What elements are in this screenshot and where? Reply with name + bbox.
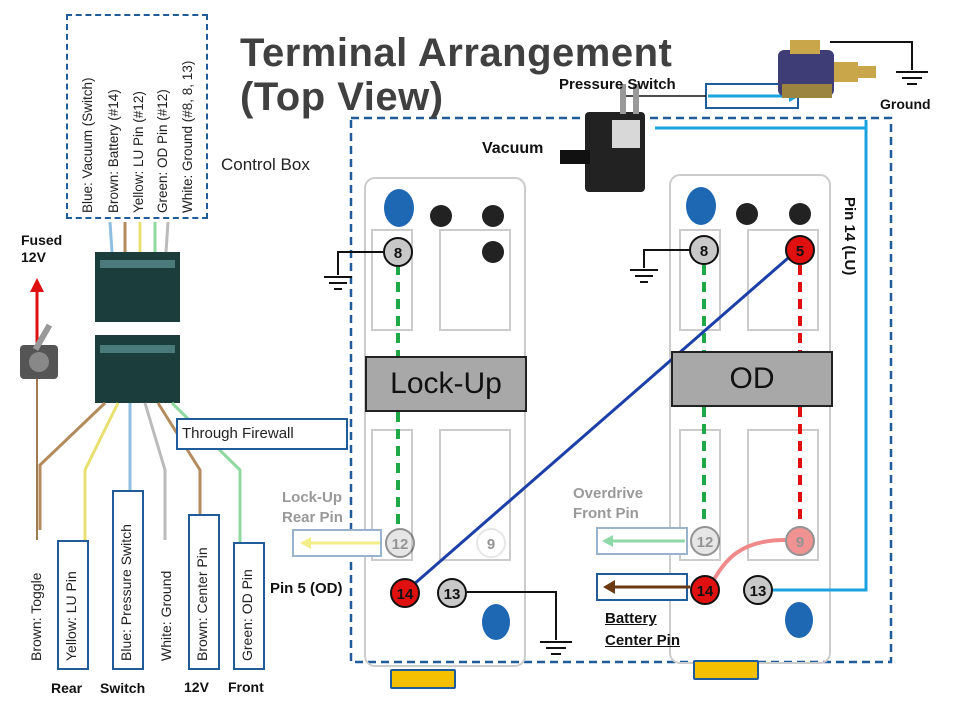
control-box-label: Control Box [221, 155, 310, 174]
fused-12v-label: Fused 12V [21, 232, 63, 265]
bottom-front-label: Front [228, 679, 264, 695]
od13-to-switch-wire [771, 120, 868, 592]
od-top-oval [686, 187, 716, 225]
through-firewall-label: Through Firewall [176, 418, 348, 450]
lockup13-ground [467, 591, 572, 655]
page-title-line2: (Top View) [240, 75, 444, 119]
lockup-pin-14: 14 [390, 578, 420, 608]
pressure-switch-ground [830, 41, 928, 85]
lockup-relay-housing [364, 177, 526, 667]
pin14-lu-label: Pin 14 (LU) [841, 197, 858, 276]
overdrive-front-pin-label: Overdrive Front Pin [573, 485, 644, 522]
od-pin-14: 14 [690, 575, 720, 605]
harness-yellow-lu: Yellow: LU Pin [63, 571, 79, 661]
bottom-12v-label: 12V [184, 679, 209, 695]
bottom-rear-label: Rear [51, 680, 83, 696]
od-pin-5: 5 [785, 235, 815, 265]
pressure-switch-label: Pressure Switch [559, 76, 676, 93]
wire-legend-box [66, 14, 208, 219]
od-pin-13: 13 [743, 575, 773, 605]
bottom-switch-label: Switch [100, 680, 146, 696]
vacuum-switch-device [560, 84, 645, 192]
harness-brown-center: Brown: Center Pin [194, 547, 210, 661]
lockup-printed-pins [430, 205, 504, 263]
battery-center-pin-label: Battery Center Pin [605, 610, 681, 649]
pressure-switch-device [778, 40, 876, 98]
harness-brown-toggle: Brown: Toggle [28, 572, 44, 661]
od-pin-8: 8 [689, 235, 719, 265]
od-relay-label: OD [671, 351, 833, 407]
od-printed-pins [736, 203, 811, 225]
od-pin-12: 12 [690, 526, 720, 556]
ground-label: Ground [880, 96, 931, 112]
lockup-pin-13: 13 [437, 578, 467, 608]
vacuum-label: Vacuum [482, 140, 544, 157]
harness-blue-pressure: Blue: Pressure Switch [118, 524, 134, 661]
lockup14-to-od5-wire [404, 250, 796, 594]
control-box-outline [349, 116, 893, 664]
harness-connector-bottom [95, 335, 180, 403]
od9-to-od14-wire [710, 538, 786, 584]
lockup-fuse [390, 669, 456, 689]
pin5-od-label: Pin 5 (OD) [270, 580, 343, 597]
od-ground [630, 249, 689, 283]
od-fuse [693, 660, 759, 680]
harness-green-box [233, 542, 265, 670]
od-bottom-oval [785, 602, 813, 638]
harness-connector-top [95, 252, 180, 322]
toggle-switch-icon [20, 323, 58, 379]
harness-brown-center-box [188, 514, 220, 670]
lockup-rear-pin-label: Lock-Up Rear Pin [282, 489, 343, 526]
legend-white: White: Ground (#8, 8, 13) [180, 60, 195, 213]
lockup-pin-12: 12 [385, 528, 415, 558]
lockup-ground [324, 251, 383, 290]
lockup-pin-8: 8 [383, 237, 413, 267]
harness-blue-box [112, 490, 144, 670]
lockup-relay-label: Lock-Up [365, 356, 527, 412]
harness-green-od: Green: OD Pin [239, 569, 255, 661]
legend-yellow: Yellow: LU Pin (#12) [131, 91, 146, 213]
od-pin-9: 9 [785, 526, 815, 556]
legend-brown: Brown: Battery (#14) [106, 89, 121, 213]
harness-white-ground: White: Ground [158, 570, 174, 661]
lockup-pin-9: 9 [476, 528, 506, 558]
harness-yellow-box [57, 540, 89, 670]
switch-blue-wire-top [655, 122, 868, 130]
legend-blue: Blue: Vacuum (Switch) [80, 77, 95, 213]
legend-green: Green: OD Pin (#12) [155, 89, 170, 213]
lockup-top-oval [384, 189, 414, 227]
page-title-line1: Terminal Arrangement [240, 31, 673, 75]
lockup-bottom-oval [482, 604, 510, 640]
